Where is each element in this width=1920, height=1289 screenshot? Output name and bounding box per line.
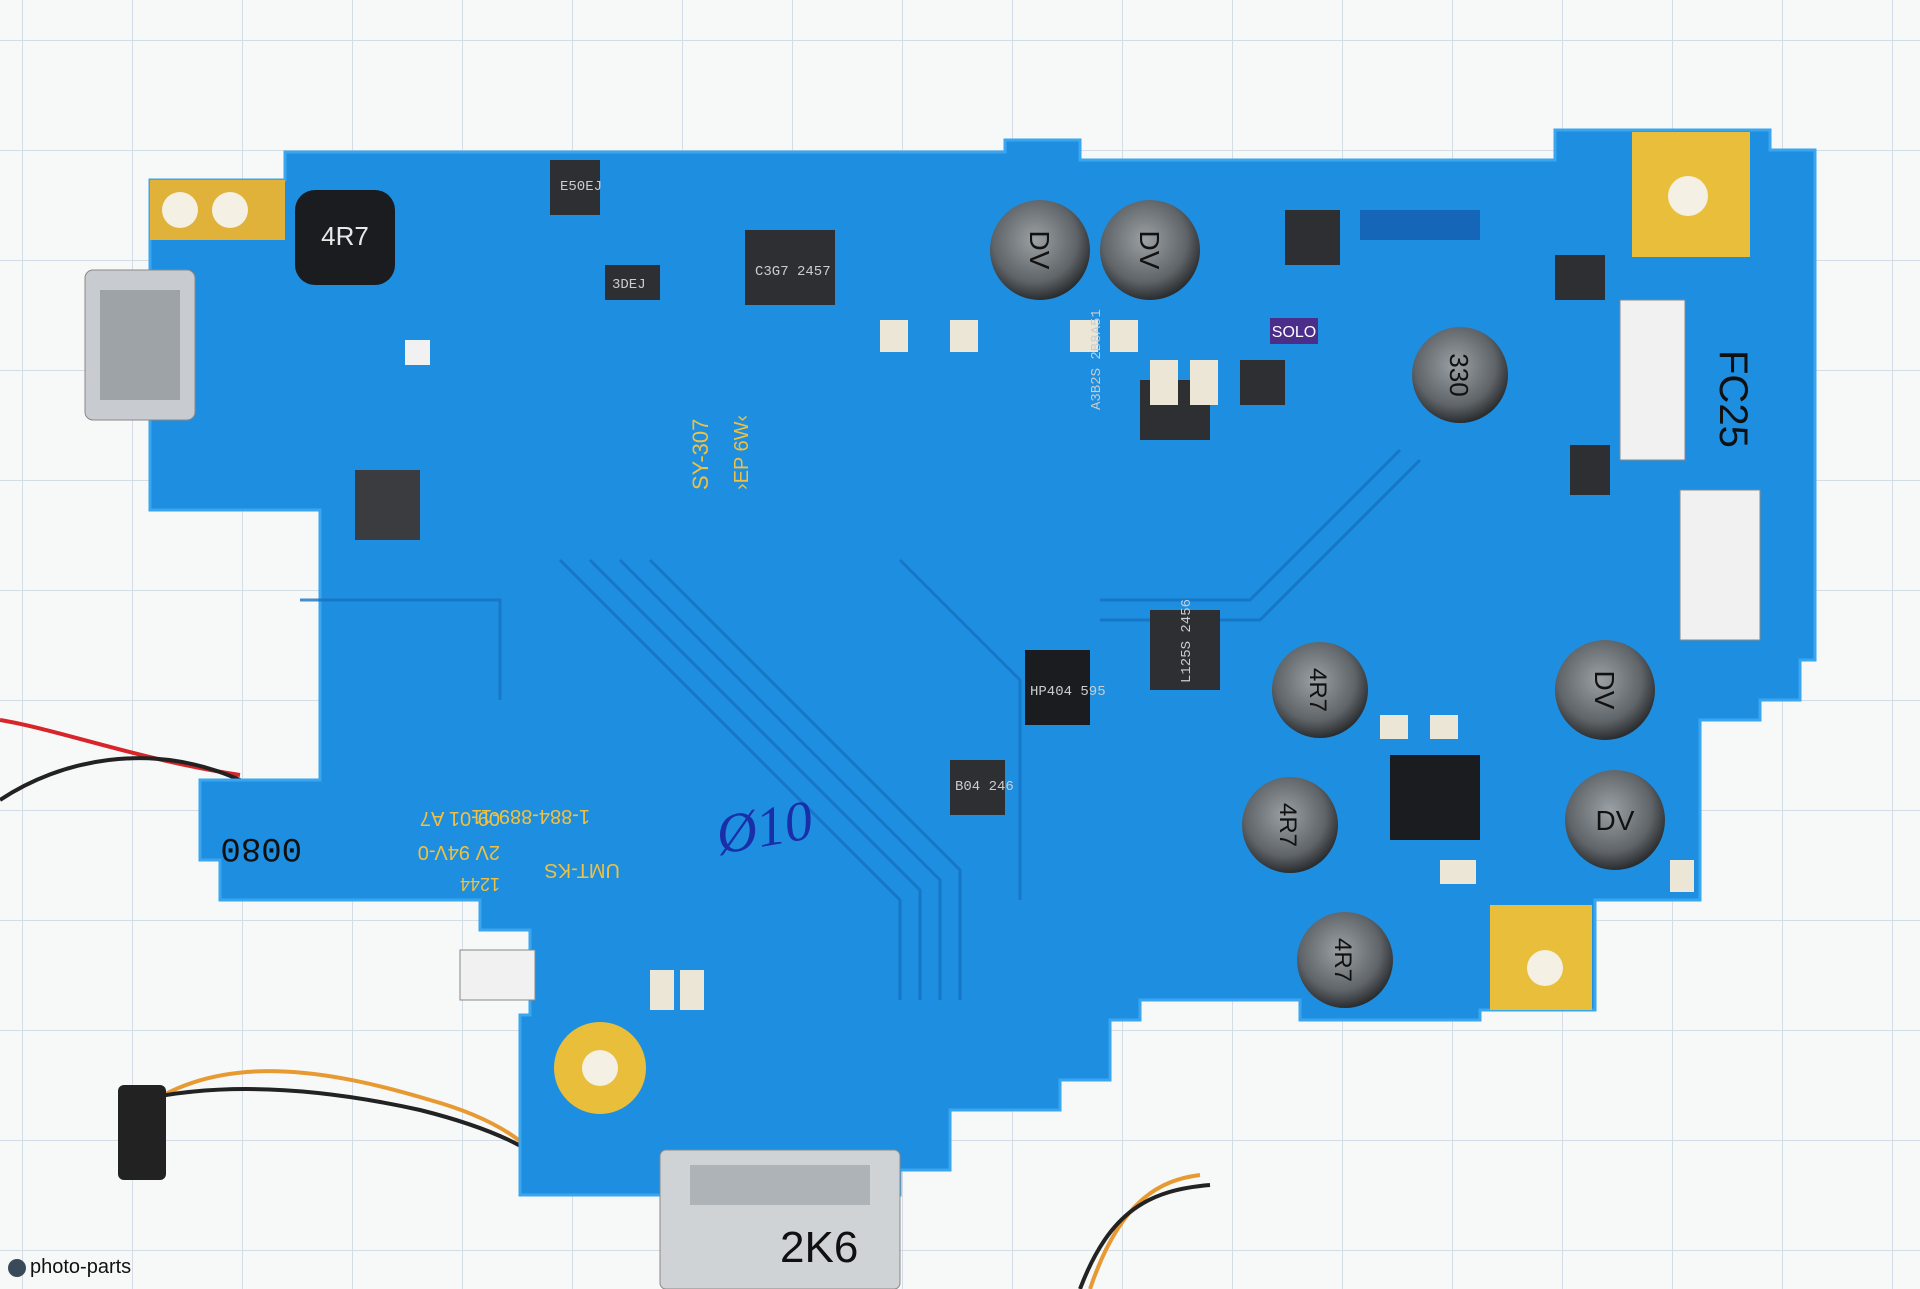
svg-text:3DEJ: 3DEJ <box>612 277 646 293</box>
svg-text:2V 94V-0: 2V 94V-0 <box>418 841 500 863</box>
svg-text:DV: DV <box>1134 231 1165 270</box>
inductor-3: DV <box>1100 200 1200 300</box>
fpc-connector <box>1619 299 1686 461</box>
pcb-board <box>148 128 1817 1197</box>
serial-left: 0080 <box>220 828 302 866</box>
svg-text:1-884-889-11: 1-884-889-11 <box>471 805 590 827</box>
mounting-hole <box>162 192 198 228</box>
svg-text:09-01 A7: 09-01 A7 <box>420 807 500 829</box>
mounting-hole <box>1668 176 1708 216</box>
ic-chip <box>1025 650 1090 725</box>
inductor-7: 4R7 <box>1242 777 1338 873</box>
connector-label: 2K6 <box>780 1223 858 1272</box>
orange-wire <box>138 1069 562 1182</box>
photo-watermark: photo-parts <box>8 1256 131 1279</box>
ic-chip <box>1570 445 1610 495</box>
svg-text:330: 330 <box>1444 353 1474 396</box>
svg-text:1244: 1244 <box>460 874 500 894</box>
watermark-text: photo-parts <box>30 1256 132 1278</box>
svg-text:E50EJ: E50EJ <box>560 179 602 195</box>
svg-text:DV: DV <box>1596 805 1635 836</box>
svg-text:UMT-KS: UMT-KS <box>544 859 620 881</box>
svg-text:HP404 595: HP404 595 <box>1030 684 1106 700</box>
ic-chip <box>950 760 1005 815</box>
inductor-6: DV <box>1555 640 1655 740</box>
ic-chip <box>1240 360 1285 405</box>
svg-text:A3B2S 2B8A51: A3B2S 2B8A51 <box>1089 309 1105 410</box>
inductor-4: 330 <box>1412 327 1508 423</box>
svg-text:DV: DV <box>1024 231 1055 270</box>
svg-text:4R7: 4R7 <box>1329 938 1356 982</box>
connector-slot <box>690 1165 870 1205</box>
mounting-hole <box>1527 950 1563 986</box>
chip-markings: C3G7 2457 3DEJ E50EJ L125S 2456 A3B2S 2B… <box>560 179 1195 795</box>
solo-label: SOLO <box>1272 324 1316 341</box>
inductors: 4R7 DV DV 330 4R7 DV 4R7 DV 4R7 <box>295 190 1665 1008</box>
svg-text:›EP 6W‹: ›EP 6W‹ <box>731 415 753 490</box>
handwritten-fc: FC25 <box>1711 350 1755 448</box>
inductor-2: DV <box>990 200 1090 300</box>
wire-plug <box>118 1085 166 1180</box>
inductor-1: 4R7 <box>295 190 395 285</box>
inductor-5: 4R7 <box>1272 642 1368 738</box>
mounting-hole <box>212 192 248 228</box>
ic-chips <box>355 160 1610 840</box>
black-wire <box>0 756 241 802</box>
usb-port-opening <box>100 290 180 400</box>
svg-text:DV: DV <box>1589 671 1620 710</box>
smd-part <box>405 340 430 365</box>
ic-chip <box>1285 210 1340 265</box>
svg-text:L125S 2456: L125S 2456 <box>1179 599 1195 683</box>
watermark-icon <box>8 1258 26 1277</box>
inductor-9: 4R7 <box>1297 912 1393 1008</box>
silkscreen: SY-307 ›EP 6W‹ 1-884-889-11 09-01 A7 2V … <box>418 415 753 894</box>
svg-text:4R7: 4R7 <box>1304 668 1331 712</box>
mounting-hole <box>582 1050 618 1086</box>
ic-chip <box>1150 610 1220 690</box>
orange-wire-2 <box>1088 1173 1201 1289</box>
ic-chip <box>355 470 420 540</box>
fpc-connector <box>1679 489 1761 641</box>
svg-text:B04 246: B04 246 <box>955 779 1014 795</box>
black-wire-2 <box>139 1087 562 1172</box>
smd-capacitors <box>650 320 1694 1010</box>
svg-text:C3G7 2457: C3G7 2457 <box>755 264 831 280</box>
svg-text:4R7: 4R7 <box>1274 803 1301 847</box>
ic-chip <box>1390 755 1480 840</box>
ic-chip <box>745 230 835 305</box>
solo-chip <box>1270 318 1318 344</box>
svg-text:SY-307: SY-307 <box>688 419 713 490</box>
inductor-8: DV <box>1565 770 1665 870</box>
svg-text:4R7: 4R7 <box>321 221 369 251</box>
ic-chip <box>550 160 600 215</box>
black-wire-3 <box>1078 1183 1211 1289</box>
ic-chip <box>1555 255 1605 300</box>
small-connector <box>459 949 536 1001</box>
ic-chip <box>605 265 660 300</box>
fpc-pad-row <box>1360 210 1480 240</box>
